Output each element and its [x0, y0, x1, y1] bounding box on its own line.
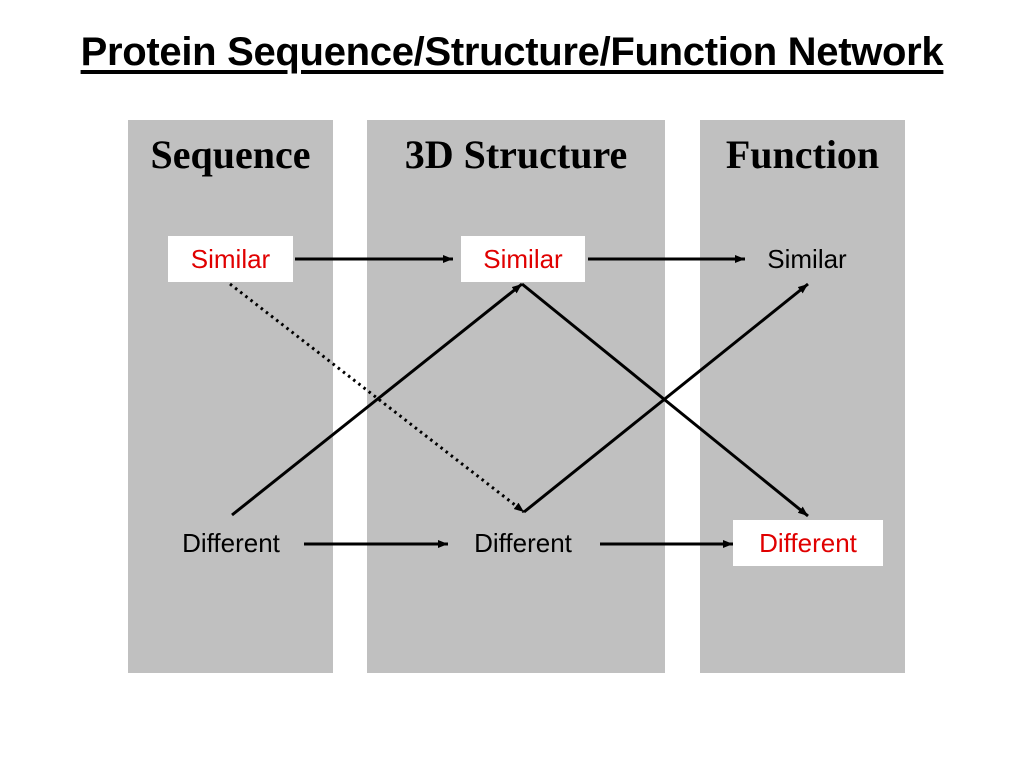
node-sequence-different: Different — [182, 528, 280, 558]
diagram-title: Protein Sequence/Structure/Function Netw… — [80, 30, 944, 74]
edge-struct-different-to-func-similar — [523, 282, 809, 514]
node-sequence-similar: Similar — [168, 236, 293, 282]
node-structure-similar: Similar — [461, 236, 585, 282]
column-header-sequence: Sequence — [150, 132, 311, 177]
column-header-function: Function — [725, 132, 880, 177]
column-header-3d-structure: 3D Structure — [404, 132, 628, 177]
node-structure-different: Different — [474, 528, 572, 558]
node-function-similar: Similar — [767, 244, 847, 274]
column-sequence — [128, 120, 333, 673]
edge-seq-different-to-struct-similar — [231, 282, 523, 517]
column-function — [700, 120, 905, 673]
column-3d-structure — [367, 120, 665, 673]
node-function-different: Different — [733, 520, 883, 566]
